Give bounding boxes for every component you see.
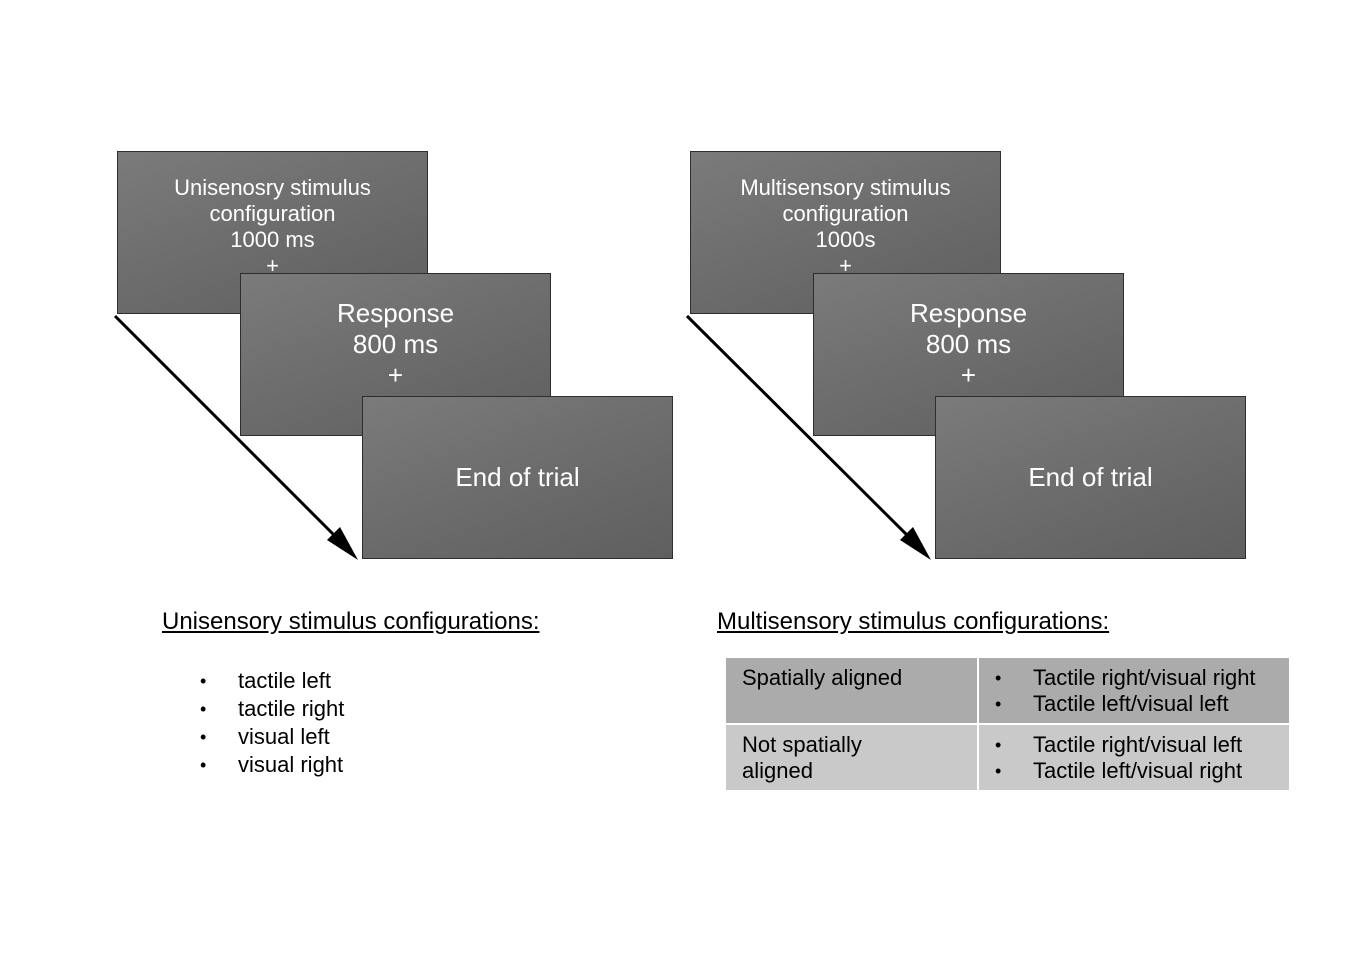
list-item: tactile left [200, 667, 344, 695]
screen-line: Multisensory stimulus [740, 174, 951, 200]
screen-line: configuration [209, 200, 336, 226]
table-row: Not spatially aligned Tactile right/visu… [724, 723, 1291, 792]
row-items: Tactile right/visual left Tactile left/v… [977, 723, 1291, 792]
fixation-cross: + [387, 360, 404, 390]
unisensory-configurations-heading: Unisensory stimulus configurations: [162, 608, 540, 635]
row-label-line: aligned [742, 758, 813, 783]
list-item: visual left [200, 723, 344, 751]
screen-line: 800 ms [352, 329, 439, 359]
multisensory-end-screen: End of trial [935, 396, 1246, 559]
screen-line: 800 ms [925, 329, 1012, 359]
unisensory-time-arrow [113, 314, 358, 560]
screen-line: End of trial [1028, 462, 1153, 492]
screen-line: configuration [782, 200, 909, 226]
row-label-spatially-aligned: Spatially aligned [724, 656, 979, 725]
row-label-line: Spatially aligned [742, 665, 903, 690]
table-row: Spatially aligned Tactile right/visual r… [724, 656, 1291, 725]
screen-line: Response [336, 298, 455, 328]
list-item: Tactile left/visual right [995, 758, 1279, 784]
multisensory-configurations-heading: Multisensory stimulus configurations: [717, 608, 1110, 635]
unisensory-configuration-list: tactile left tactile right visual left v… [200, 667, 344, 779]
unisensory-end-screen: End of trial [362, 396, 673, 559]
fixation-cross: + [266, 252, 279, 278]
fixation-cross: + [839, 252, 852, 278]
screen-line: 1000 ms [230, 226, 315, 252]
fixation-cross: + [960, 360, 977, 390]
list-item: Tactile right/visual right [995, 665, 1279, 691]
row-label-not-spatially-aligned: Not spatially aligned [724, 723, 979, 792]
list-item: Tactile right/visual left [995, 732, 1279, 758]
row-items: Tactile right/visual right Tactile left/… [977, 656, 1291, 725]
screen-line: 1000s [815, 226, 876, 252]
screen-line: Unisenosry stimulus [174, 174, 371, 200]
list-item: tactile right [200, 695, 344, 723]
multisensory-time-arrow [685, 314, 931, 560]
screen-line: Response [909, 298, 1028, 328]
list-item: visual right [200, 751, 344, 779]
list-item: Tactile left/visual left [995, 691, 1279, 717]
screen-line: End of trial [455, 462, 580, 492]
multisensory-configuration-table: Spatially aligned Tactile right/visual r… [724, 656, 1291, 792]
row-label-line: Not spatially [742, 732, 862, 757]
